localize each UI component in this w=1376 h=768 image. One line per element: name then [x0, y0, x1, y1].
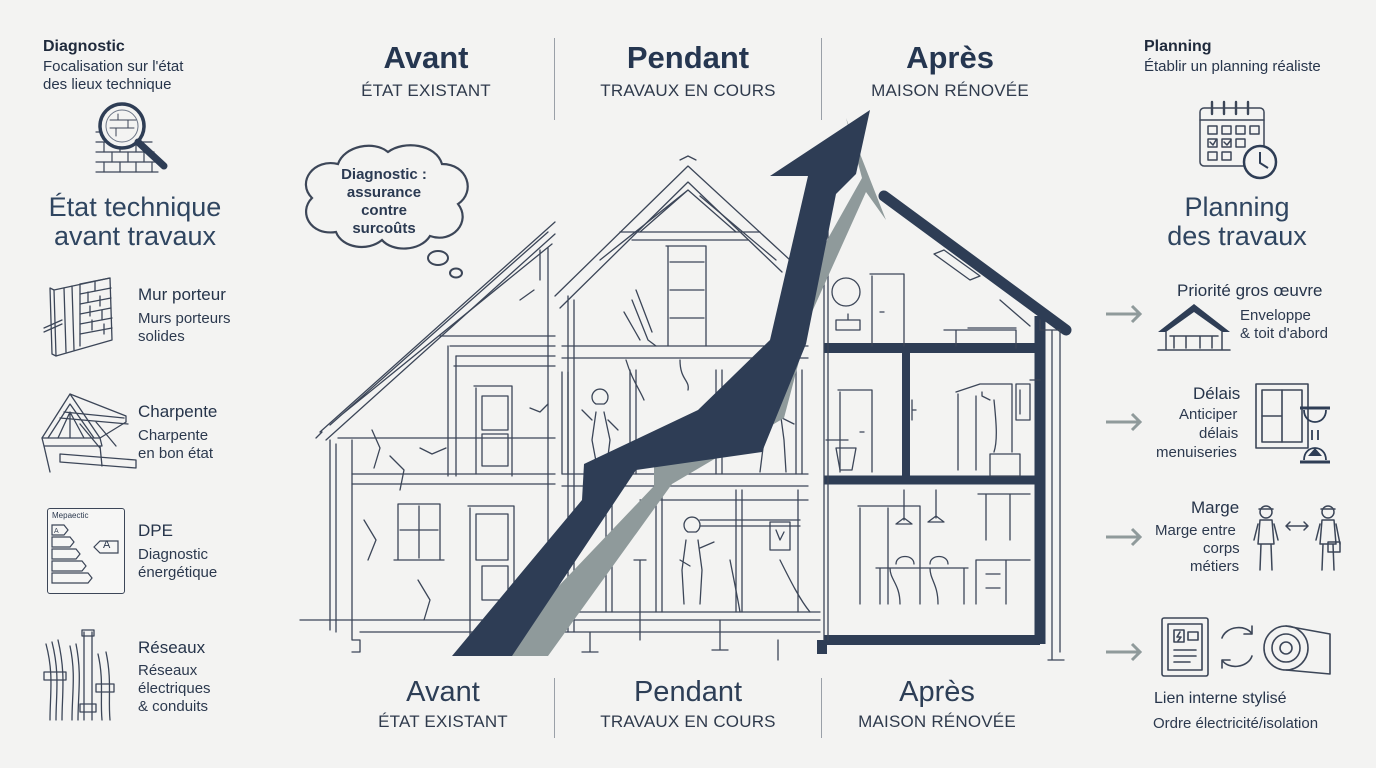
- right-item-text-3a: Marge entre: [1155, 522, 1236, 539]
- left-section-title-line1: État technique: [48, 192, 222, 222]
- left-item-text-3a: Diagnostic: [138, 546, 209, 563]
- phase-subtitle-pendant: TRAVAUX EN COURS: [600, 81, 776, 100]
- phase-bottom-subtitle-avant: ÉTAT EXISTANT: [378, 712, 508, 731]
- left-item-title-4: Réseaux: [138, 638, 206, 657]
- arrow-right-icon: [1106, 527, 1143, 547]
- house-roof-icon: [1157, 304, 1231, 351]
- workers-spacing-icon: [1253, 505, 1341, 571]
- left-item-text-4b: électriques: [138, 680, 211, 697]
- divider-top-2: [821, 38, 822, 120]
- right-item-text-2b: délais: [1199, 425, 1239, 442]
- left-item-title-2: Charpente: [138, 402, 218, 421]
- thought-cloud: [304, 144, 469, 279]
- phase-subtitle-avant: ÉTAT EXISTANT: [361, 81, 491, 100]
- svg-text:A: A: [54, 528, 59, 535]
- right-section-title-line1: Planning: [1184, 192, 1290, 222]
- divider-bottom-2: [821, 678, 822, 738]
- right-item-text-3c: métiers: [1190, 558, 1240, 575]
- left-item-text-1b: solides: [138, 328, 185, 345]
- right-item-title-4: Lien interne stylisé: [1154, 690, 1287, 707]
- left-item-text-2a: Charpente: [138, 427, 209, 444]
- left-item-title-3: DPE: [138, 521, 173, 540]
- right-item-title-3: Marge: [1191, 498, 1240, 517]
- magnifier-brick-icon: [95, 102, 168, 173]
- right-section-title-line2: des travaux: [1167, 221, 1307, 251]
- divider-bottom-1: [554, 678, 555, 738]
- energy-grade: A: [103, 539, 111, 551]
- phase-title-avant: Avant: [383, 40, 469, 75]
- diagnostic-desc-line1: Focalisation sur l'état: [43, 58, 184, 75]
- cloud-line2: assurance: [346, 184, 422, 201]
- left-item-text-4a: Réseaux: [138, 662, 198, 679]
- left-item-title-1: Mur porteur: [138, 285, 226, 304]
- arrow-right-icon: [1106, 642, 1143, 662]
- cloud-line3: contre: [361, 202, 407, 219]
- house-avant: [299, 221, 556, 653]
- house-illustration: [299, 110, 1072, 661]
- phase-subtitle-apres: MAISON RÉNOVÉE: [871, 81, 1029, 100]
- phase-bottom-subtitle-pendant: TRAVAUX EN COURS: [600, 712, 776, 731]
- electric-panel-insulation-icon: [1161, 617, 1331, 677]
- phase-title-apres: Après: [906, 40, 994, 75]
- energy-label-icon: Mepaectic A A: [47, 508, 125, 594]
- energy-label-text: Mepaectic: [52, 511, 89, 520]
- diagnostic-desc-line2: des lieux technique: [43, 76, 172, 93]
- right-item-text-3b: corps: [1203, 540, 1240, 557]
- left-section-title-line2: avant travaux: [53, 221, 217, 251]
- cables-conduits-icon: [43, 629, 115, 721]
- cloud-line4: surcoûts: [352, 220, 416, 237]
- left-item-text-2b: en bon état: [138, 445, 214, 462]
- phase-bottom-title-pendant: Pendant: [633, 676, 743, 708]
- right-item-text-2c: menuiseries: [1156, 444, 1237, 461]
- arrow-right-icon: [1106, 412, 1143, 432]
- load-bearing-wall-icon: [43, 277, 113, 357]
- window-hourglass-icon: [1255, 383, 1330, 464]
- cloud-line1: Diagnostic :: [341, 166, 427, 183]
- diagnostic-title: Diagnostic: [43, 38, 125, 55]
- phase-bottom-title-apres: Après: [899, 676, 975, 708]
- roof-truss-icon: [41, 393, 137, 473]
- right-item-text-1b: & toit d'abord: [1240, 325, 1328, 342]
- phase-bottom-subtitle-apres: MAISON RÉNOVÉE: [858, 712, 1016, 731]
- house-apres: [817, 149, 1072, 661]
- right-item-text-2a: Anticiper: [1179, 406, 1238, 423]
- right-item-title-1: Priorité gros œuvre: [1177, 281, 1323, 300]
- calendar-clock-icon: [1199, 100, 1278, 180]
- left-item-text-3b: énergétique: [138, 564, 218, 581]
- phase-title-pendant: Pendant: [626, 40, 750, 75]
- arrow-right-icon: [1106, 304, 1143, 324]
- left-item-text-1a: Murs porteurs: [138, 310, 231, 327]
- right-item-text-4: Ordre électricité/isolation: [1153, 715, 1319, 732]
- phase-bottom-title-avant: Avant: [406, 676, 480, 708]
- left-item-text-4c: & conduits: [138, 698, 209, 715]
- right-item-text-1a: Enveloppe: [1240, 307, 1311, 324]
- right-item-title-2: Délais: [1193, 384, 1241, 403]
- divider-top-1: [554, 38, 555, 120]
- planning-desc: Établir un planning réaliste: [1144, 58, 1321, 75]
- progress-arrow-navy: [452, 110, 870, 656]
- planning-title: Planning: [1144, 38, 1212, 55]
